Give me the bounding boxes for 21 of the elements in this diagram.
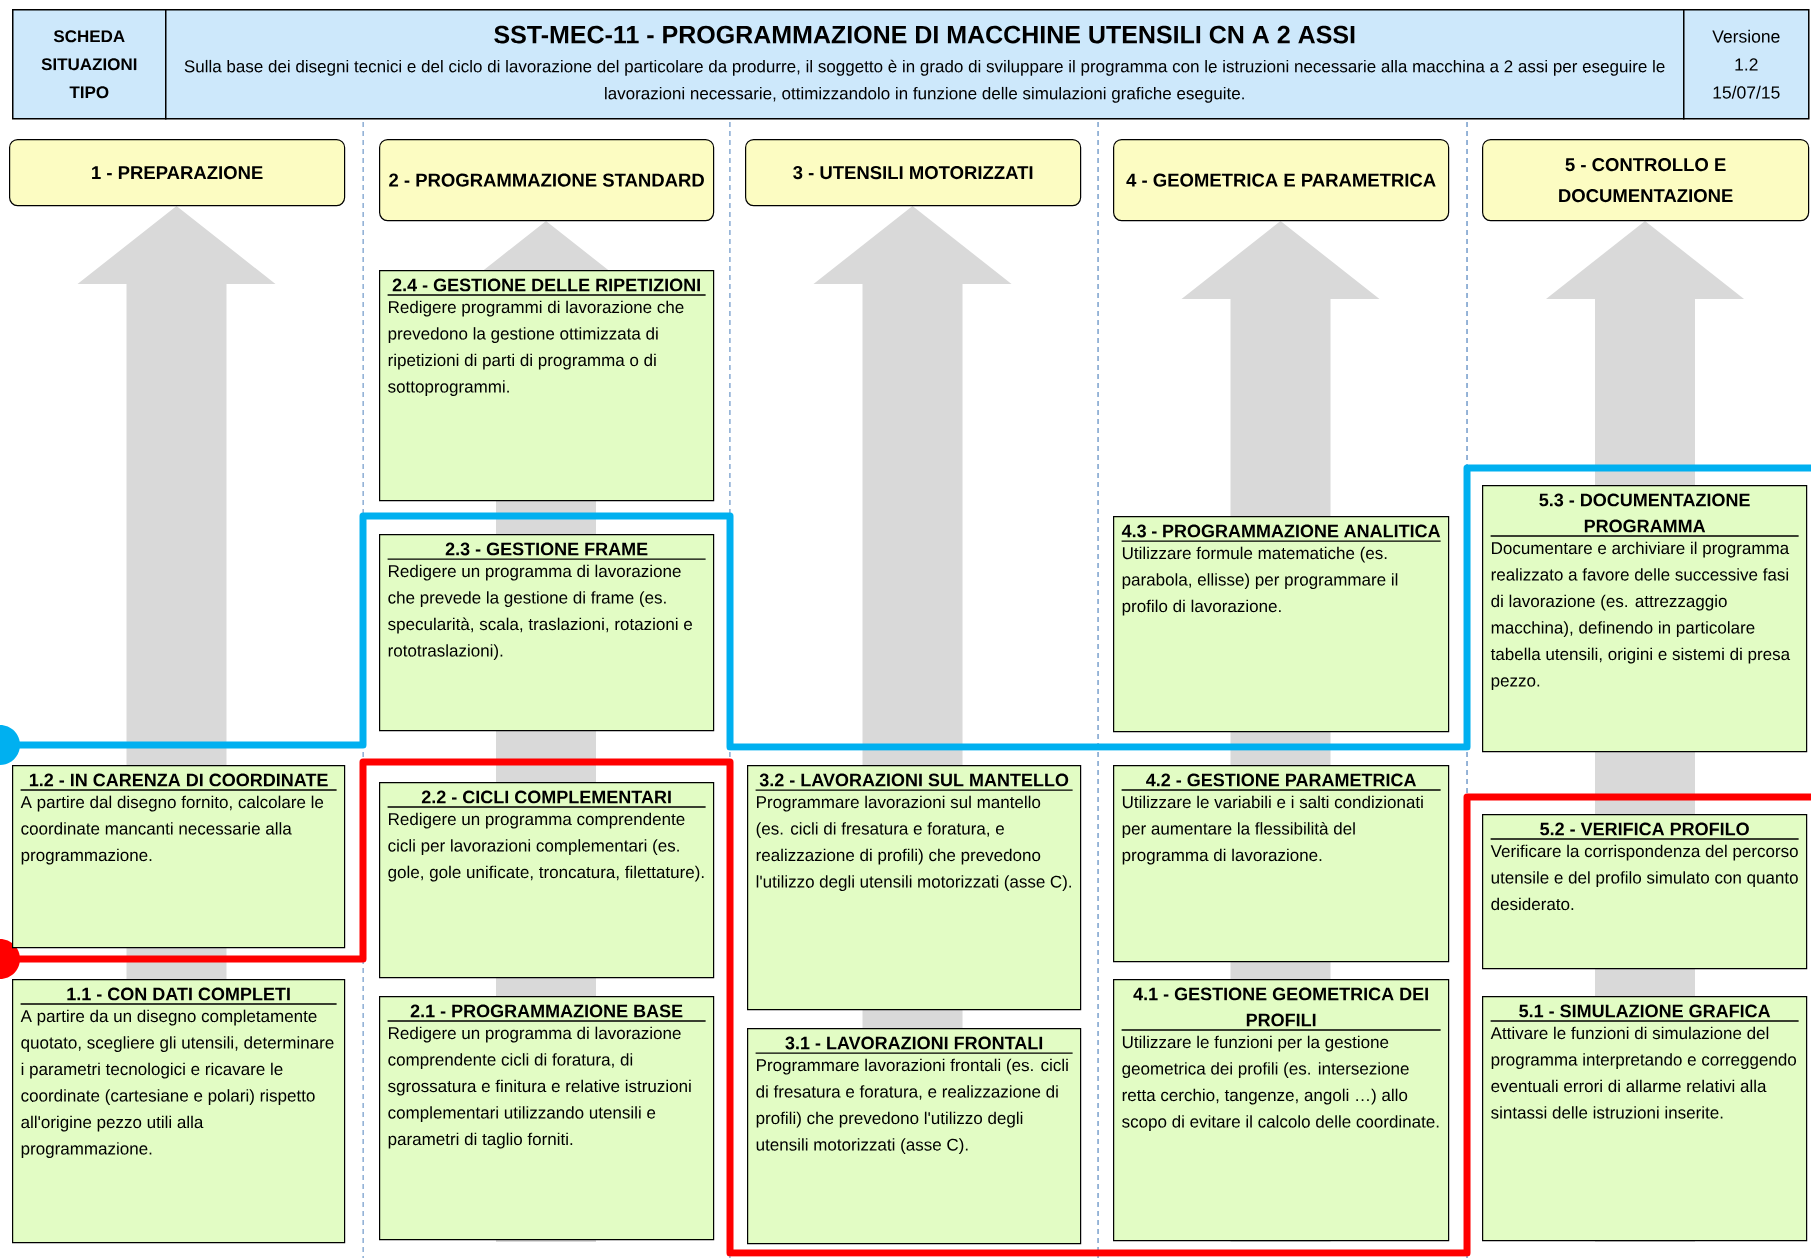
skill-card: 3.1 - LAVORAZIONI FRONTALI Programmare lavorazioni frontali (es. cicli di fresatura e foratura, e realizzazione di profili) che prevedono l'utilizzo degli utensili motorizzati (asse C). [747,1028,1082,1245]
skill-card: 5.1 - SIMULAZIONE GRAFICA Attivare le funzioni di simulazione del programma interpretando e correggendo eventuali errori di allarme relativi alla sintassi delle istruzioni inserite. [1482,996,1808,1242]
skill-card: 4.1 - GESTIONE GEOMETRICA DEI PROFILI Utilizzare le funzioni per la gestione geometrica dei profili (es. intersezione retta cerchio, tangenze, angoli …) allo scopo di evitare il calcolo delle coordinate. [1113,979,1450,1242]
phase-header: 1 - PREPARAZIONE [9,139,346,207]
skill-card: 4.2 - GESTIONE PARAMETRICA Utilizzare le variabili e i salti condizionati per aumentare la flessibilità del programma di lavorazione. [1113,765,1450,963]
skill-card: 2.3 - GESTIONE FRAME Redigere un programma di lavorazione che prevede la gestione di frame (es. specularità, scala, traslazioni, rotazioni e rototraslazioni). [379,534,715,732]
skill-card: 1.1 - CON DATI COMPLETI A partire da un disegno completamente quotato, scegliere gli utensili, determinare i parametri tecnologici e ricavare le coordinate (cartesiane e polari) rispetto all'origine pezzo utili alla programmazione. [12,979,346,1244]
skill-card: 3.2 - LAVORAZIONI SUL MANTELLO Programmare lavorazioni sul mantello (es. cicli di fresatura e foratura, e realizzazione di profili) che prevedono l'utilizzo degli utensili motorizzati (asse C). [747,765,1082,1011]
skill-card: 4.3 - PROGRAMMAZIONE ANALITICA Utilizzare formule matematiche (es. parabola, ellisse) per programmare il profilo di lavorazione. [1113,516,1450,733]
version-cell: Versione 1.2 15/07/15 [1683,9,1810,120]
phase-header: 2 - PROGRAMMAZIONE STANDARD [379,139,715,222]
skill-card: 2.4 - GESTIONE DELLE RIPETIZIONI Redigere programmi di lavorazione che prevedono la gestione ottimizzata di ripetizioni di parti di programma o di sottoprogrammi. [379,270,715,502]
skill-card: 2.1 - PROGRAMMAZIONE BASE Redigere un programma di lavorazione comprendente cicli di foratura, di sgrossatura e finitura e relative istruzioni complementari utilizzando utensili e parametri di taglio forniti. [379,996,715,1241]
phase-header: 4 - GEOMETRICA E PARAMETRICA [1113,139,1450,222]
skill-card: 1.2 - IN CARENZA DI COORDINATE A partire dal disegno fornito, calcolare le coordinate mancanti necessarie alla programmazione. [12,765,346,949]
header-cell: SCHEDA SITUAZIONI TIPO [12,9,167,120]
phase-header: 5 - CONTROLLO E DOCUMENTAZIONE [1482,139,1810,222]
skill-card: 5.3 - DOCUMENTAZIONE PROGRAMMA Documentare e archiviare il programma realizzato a favore delle successive fasi di lavorazione (es. attrezzaggio macchina), definendo in particolare tabella utensili, origini e sistemi di presa pezzo. [1482,485,1808,753]
phase-header: 3 - UTENSILI MOTORIZZATI [745,139,1082,207]
skill-card: 2.2 - CICLI COMPLEMENTARI Redigere un programma comprendente cicli per lavorazioni complementari (es. gole, gole unificate, troncatura, filettature). [379,782,715,979]
skill-card: 5.2 - VERIFICA PROFILO Verificare la corrispondenza del percorso utensile e del profilo simulato con quanto desiderato. [1482,814,1808,970]
